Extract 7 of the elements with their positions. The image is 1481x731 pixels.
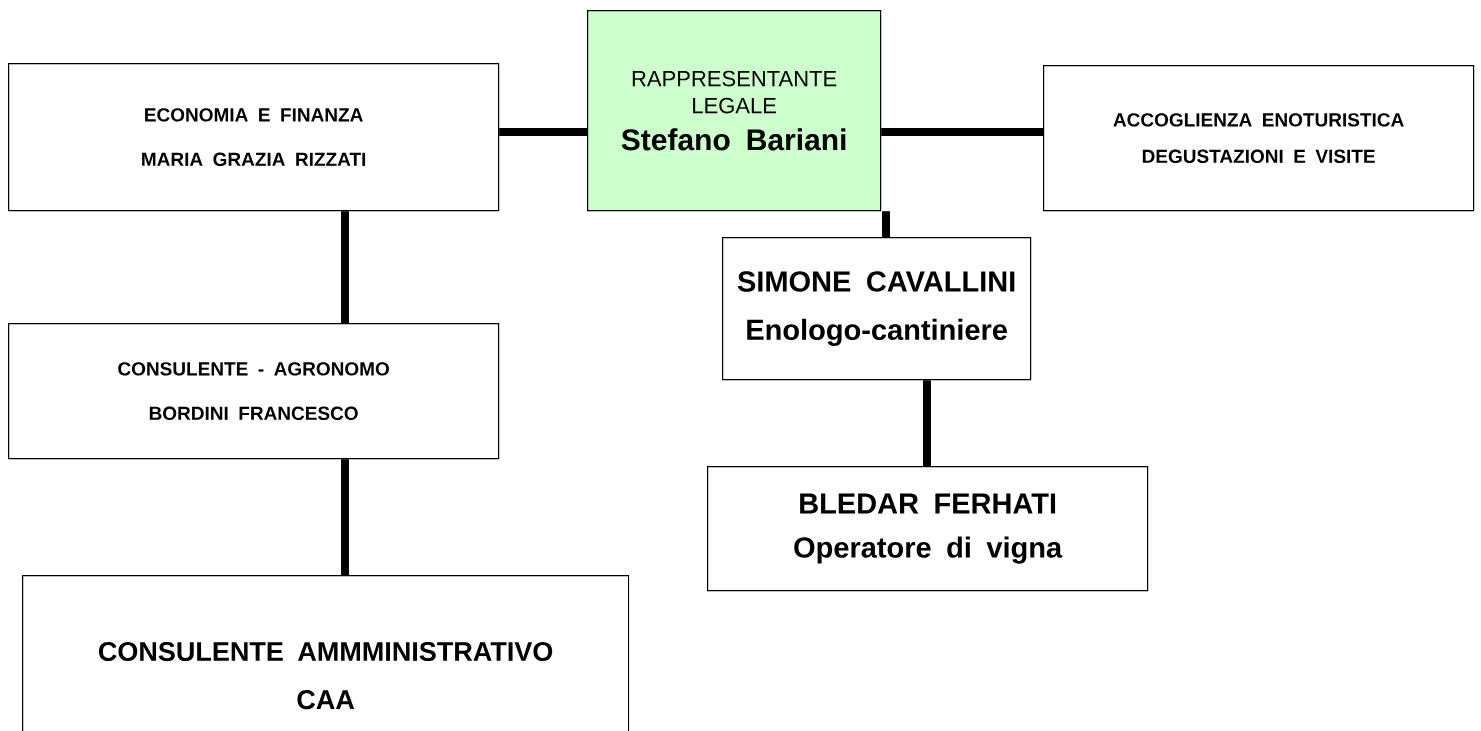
org-box: ACCOGLIENZA ENOTURISTICA DEGUSTAZIONI E VISITE: [1043, 65, 1475, 212]
org-box: CONSULENTE - AGRONOMO BORDINI FRANCESCO: [8, 323, 500, 460]
org-box: ECONOMIA E FINANZA MARIA GRAZIA RIZZATI: [8, 63, 500, 212]
org-box: SIMONE CAVALLINI Enologo-cantiniere: [722, 237, 1032, 381]
org-box: BLEDAR FERHATI Operatore di vigna: [707, 466, 1149, 592]
org-box: RAPPRESENTANTE LEGALE Stefano Bariani: [587, 10, 882, 212]
org-box: CONSULENTE AMMMINISTRATIVO CAA: [22, 575, 630, 731]
